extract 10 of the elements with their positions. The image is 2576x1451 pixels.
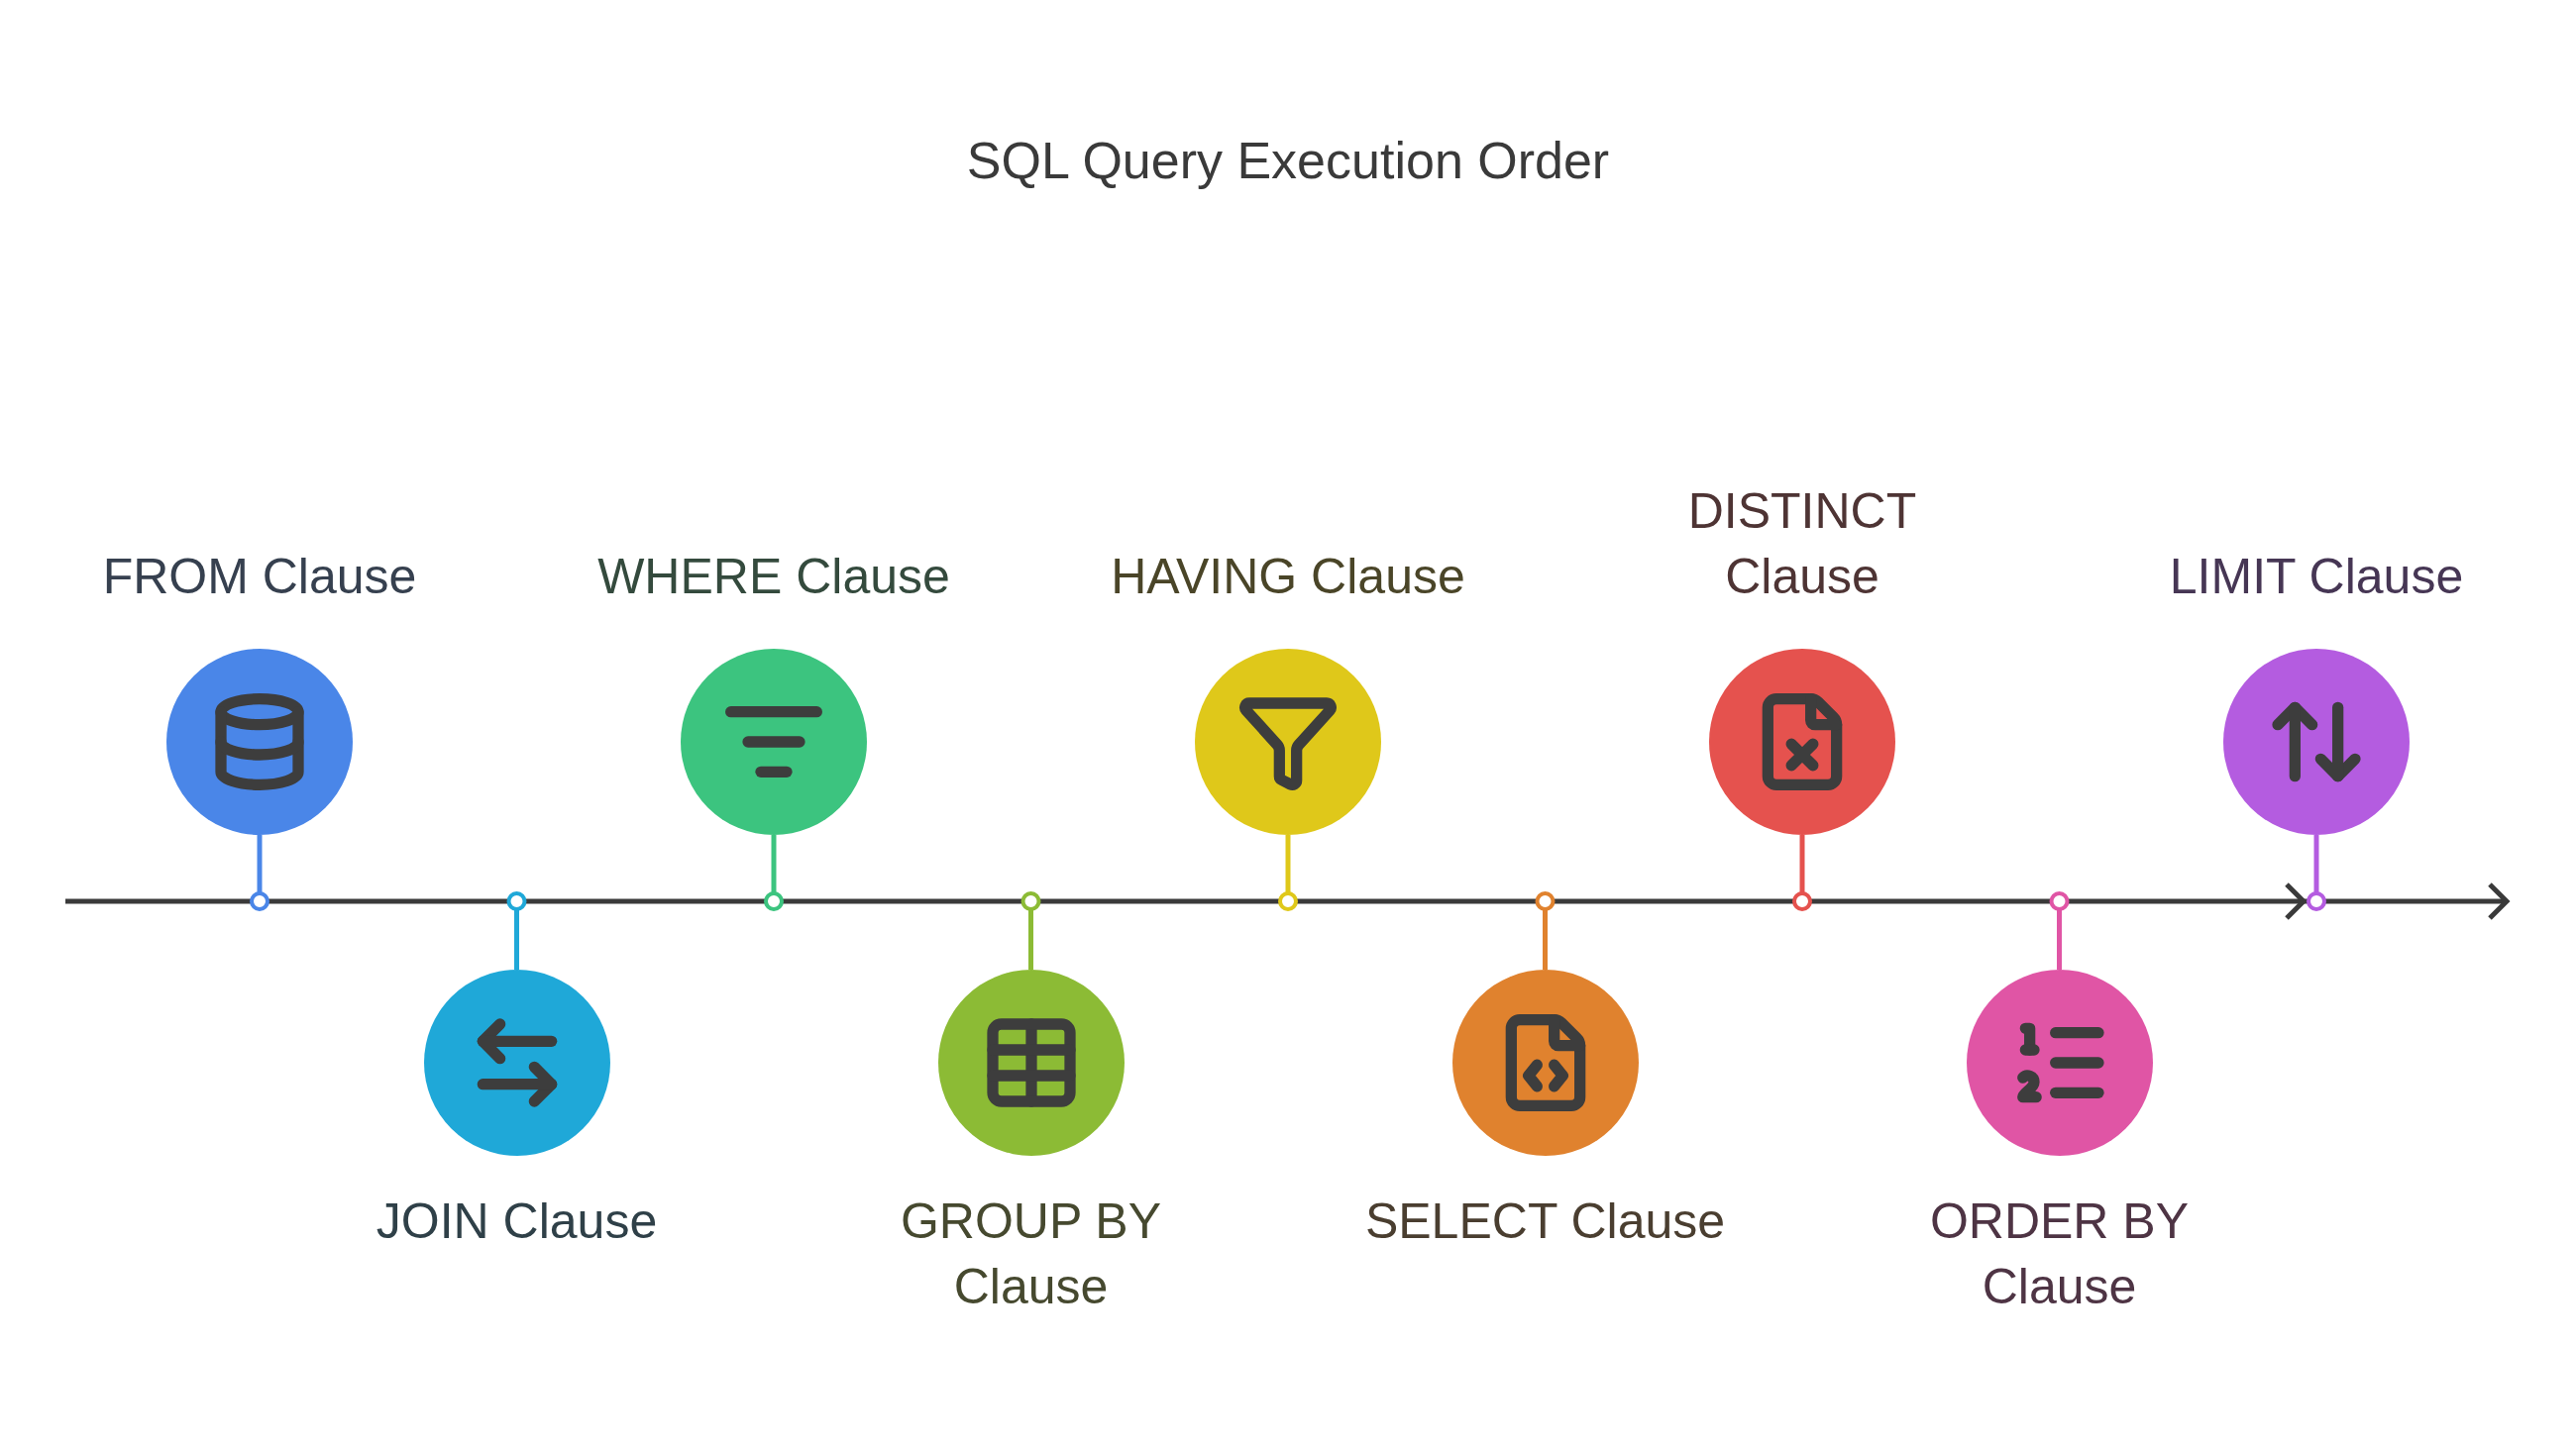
step-label: ORDER BY Clause xyxy=(1928,1192,2191,1316)
step-label: FROM Clause xyxy=(101,548,418,606)
step-label: LIMIT Clause xyxy=(2168,548,2465,606)
step-label: GROUP BY Clause xyxy=(899,1192,1162,1316)
step-label: JOIN Clause xyxy=(375,1192,659,1251)
step-label: SELECT Clause xyxy=(1363,1192,1727,1251)
step-label: WHERE Clause xyxy=(596,548,951,606)
step-label: HAVING Clause xyxy=(1110,548,1466,606)
step-label: DISTINCT Clause xyxy=(1686,482,1918,606)
diagram-title: SQL Query Execution Order xyxy=(965,131,1611,190)
